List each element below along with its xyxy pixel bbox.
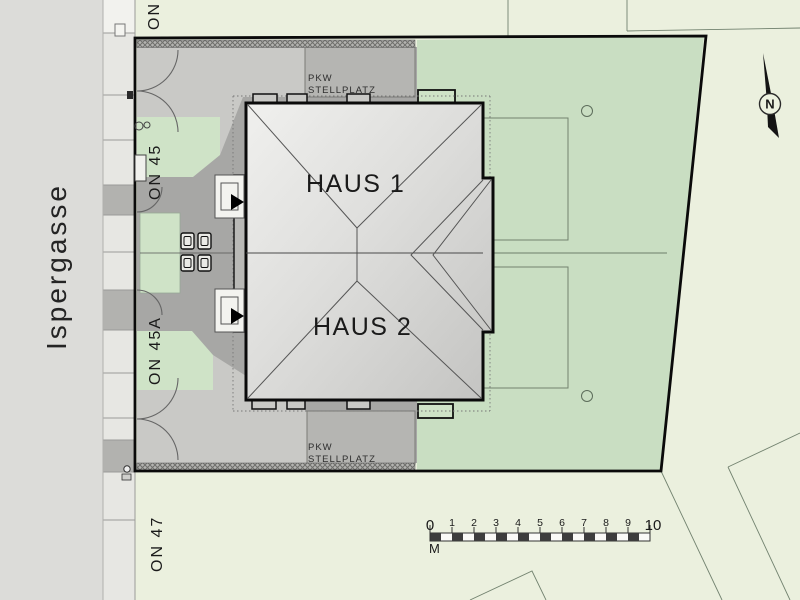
tree-icon [581, 105, 593, 117]
compass-needle-icon [763, 53, 773, 101]
parking-north-line2: STELLPLATZ [308, 85, 376, 96]
garden-lawn [417, 36, 704, 471]
roof-hip [356, 104, 482, 229]
scale-unit-label: M [429, 541, 440, 556]
utility-marker [127, 91, 133, 99]
forecourt-south [137, 355, 307, 463]
utility-marker [121, 473, 132, 481]
bin-icons [180, 232, 212, 272]
green-patches [137, 117, 220, 390]
bay-roof-valley [410, 179, 484, 331]
parcel-line [727, 432, 800, 468]
scale-ticks [429, 525, 651, 541]
parking-space-south [306, 410, 416, 465]
parcel-label-north: ON [146, 2, 163, 30]
gate-arc [136, 90, 179, 133]
haus2-label: HAUS 2 [313, 313, 412, 341]
tree-icon [581, 390, 593, 402]
utility-markers [114, 23, 151, 481]
parcel-line [626, 27, 800, 32]
scale-tick-label: 5 [537, 517, 543, 529]
scale-tick-label: 4 [515, 517, 521, 529]
porch-haus1 [214, 174, 245, 219]
green-patch-on45a [137, 331, 213, 390]
neighbor-parcel-lines [469, 0, 800, 600]
scale-end-label: 10 [645, 517, 662, 534]
parking-south-line2: STELLPLATZ [308, 454, 376, 465]
parking-north-line1: PKW [308, 73, 333, 84]
roof-hip [356, 280, 482, 399]
parcel-label-on45a: ON 45A [147, 316, 164, 385]
scale-tick-label: 7 [581, 517, 587, 529]
bin-icon [180, 232, 195, 250]
building-outline [244, 101, 495, 402]
gate-arc [136, 49, 179, 92]
porch-haus2-inner [220, 296, 239, 325]
roof-hip [247, 280, 358, 399]
gates [136, 49, 179, 461]
parcel-label-on45: ON 45 [147, 144, 164, 200]
scale-tick-label: 2 [471, 517, 477, 529]
bay-roof-hip [432, 179, 492, 331]
driveway-crossing [103, 290, 135, 330]
compass-north-label: N [765, 97, 774, 112]
roof-lines [246, 104, 492, 399]
entrances [214, 174, 247, 333]
lamp-icon [134, 121, 144, 131]
scale-tick-label: 6 [559, 517, 565, 529]
terrace-south [417, 403, 454, 419]
gate-arc [136, 186, 163, 213]
parking-north-label: PKW STELLPLATZ [308, 73, 376, 96]
forecourt-north [137, 47, 305, 155]
scale-tick-label: 1 [449, 517, 455, 529]
entrance-arrow-icon [231, 308, 244, 324]
scale-tick-label: 9 [625, 517, 631, 529]
scale-bar: 0 10 1 2 3 4 5 6 7 8 9 M [426, 517, 662, 556]
parcel-line [660, 470, 723, 600]
property-boundary [133, 34, 708, 473]
green-patch-on45 [137, 117, 220, 177]
gate-arc [136, 418, 179, 461]
garden [417, 36, 704, 471]
parcel-line [727, 466, 791, 600]
scale-start-label: 0 [426, 517, 434, 534]
scale-tick-label: 3 [493, 517, 499, 529]
roof-hip [247, 104, 358, 229]
parking-space-north [304, 46, 416, 98]
bin-icon [180, 254, 195, 272]
scale-bar-segments [430, 533, 639, 541]
scale-tick-label: 8 [603, 517, 609, 529]
parcel-label-on47: ON 47 [149, 516, 166, 572]
bin-icon [197, 232, 212, 250]
building-duplex [244, 101, 495, 402]
utility-marker [123, 465, 131, 473]
porch-haus1-inner [220, 182, 239, 211]
parking-south-line1: PKW [308, 442, 333, 453]
gate-arc [136, 289, 163, 316]
steps [251, 93, 371, 410]
hatch-strip-north [136, 39, 416, 48]
north-arrow: N [758, 53, 782, 138]
neighbor-building-outline [469, 570, 547, 600]
street-area [0, 0, 136, 600]
street-label: Ispergasse [41, 183, 72, 350]
utility-marker [114, 23, 126, 37]
haus1-label: HAUS 1 [306, 170, 405, 198]
entrance-arrow-icon [231, 194, 244, 210]
parking-south-label: PKW STELLPLATZ [308, 442, 376, 465]
compass-circle [758, 92, 782, 116]
driveway-crossing [103, 185, 135, 215]
street-surface [0, 0, 103, 600]
utility-box [134, 154, 147, 182]
bin-icon [197, 254, 212, 272]
porch-haus2 [214, 288, 245, 333]
gate-arc [136, 377, 179, 420]
lamp-icon [143, 121, 151, 129]
